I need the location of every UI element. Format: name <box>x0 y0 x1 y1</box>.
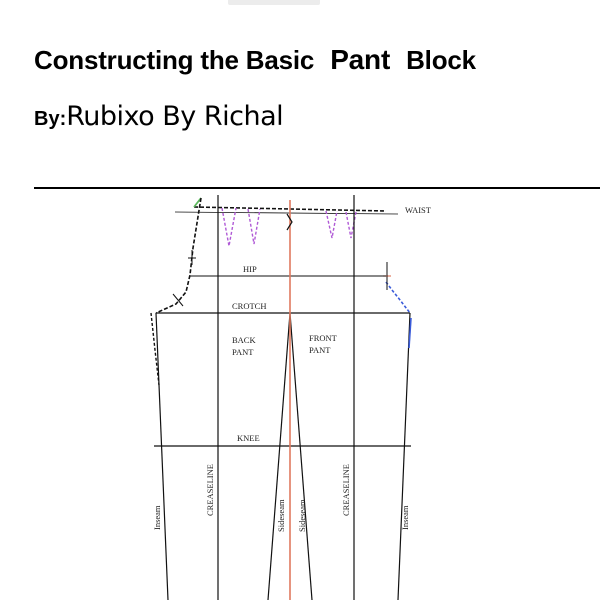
center-notch <box>286 213 293 231</box>
byline: By:Rubixo By Richal <box>34 101 284 132</box>
label-hip: HIP <box>243 264 257 274</box>
label-front-pant-2: PANT <box>309 345 331 355</box>
title-part-1: Constructing the Basic <box>34 45 315 75</box>
label-waist: WAIST <box>405 205 432 215</box>
back-inseam <box>155 312 169 600</box>
label-sideseam-right: Sideseam <box>297 499 307 532</box>
label-creaseline-right: CREASELINE <box>341 464 351 516</box>
back-rise-green <box>193 197 202 208</box>
by-label: By: <box>34 108 67 130</box>
page-title: Constructing the Basic Pant Block <box>34 44 476 76</box>
author-name: Rubixo By Richal <box>66 101 284 132</box>
back-rise-tick <box>172 293 184 307</box>
front-inseam <box>397 312 411 600</box>
label-sideseam-left: Sideseam <box>276 499 286 532</box>
label-crotch: CROTCH <box>232 301 266 311</box>
front-sideseam <box>289 312 313 600</box>
label-creaseline-left: CREASELINE <box>205 464 215 516</box>
label-inseam-right: Inseam <box>400 505 410 530</box>
title-part-3: Block <box>406 45 476 75</box>
back-darts <box>221 207 261 247</box>
label-knee: KNEE <box>237 433 260 443</box>
label-front-pant-1: FRONT <box>309 333 338 343</box>
back-sideseam <box>267 312 291 600</box>
top-scroll-indicator <box>228 0 320 5</box>
label-back-pant-2: PANT <box>232 347 254 357</box>
label-inseam-left: Inseam <box>152 505 162 530</box>
front-rise-curve <box>385 281 411 314</box>
divider-rule <box>34 187 600 189</box>
waist-guide <box>174 211 399 215</box>
front-darts <box>325 210 357 239</box>
back-rise-curve <box>155 197 202 314</box>
label-back-pant-1: BACK <box>232 335 256 345</box>
title-part-2: Pant <box>330 44 391 75</box>
back-inseam-dashed <box>150 312 160 386</box>
